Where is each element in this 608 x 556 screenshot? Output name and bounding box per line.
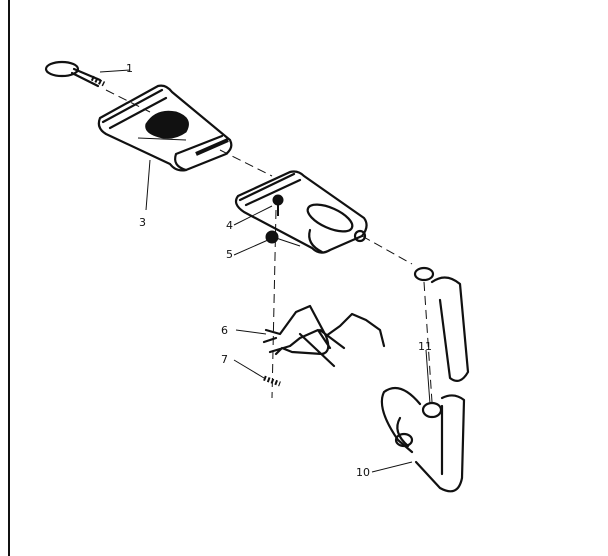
callout-1: 1 xyxy=(126,62,133,75)
leader-6 xyxy=(235,329,267,335)
leader-5 xyxy=(233,239,269,256)
leader-4 xyxy=(233,205,273,226)
part-4-screw xyxy=(272,194,284,216)
assembly-line-housing xyxy=(219,149,273,177)
callout-5: 5 xyxy=(226,248,233,261)
assembly-line-tube xyxy=(361,235,413,265)
callout-6: 6 xyxy=(221,324,228,337)
leader-11 xyxy=(425,349,431,405)
part-10-tubes xyxy=(380,276,470,493)
leader-10 xyxy=(371,461,413,473)
assembly-line-vertical xyxy=(271,209,277,399)
callout-7: 7 xyxy=(221,353,228,366)
callout-3: 3 xyxy=(139,216,146,229)
callout-11: 11 xyxy=(418,340,432,353)
part-3-burner-housing xyxy=(97,84,233,172)
leader-7 xyxy=(233,359,265,379)
assembly-line-knob xyxy=(105,89,151,113)
part-6-wire-bracket xyxy=(262,304,386,368)
leader-1 xyxy=(99,69,131,73)
lower-burner-housing xyxy=(234,170,368,254)
part-5-nut xyxy=(265,230,279,244)
assembly-line-clamp xyxy=(423,281,433,403)
callout-10: 10 xyxy=(356,466,370,479)
leader-3 xyxy=(145,159,151,211)
part-1-knob xyxy=(44,60,106,88)
callout-4: 4 xyxy=(226,219,233,232)
